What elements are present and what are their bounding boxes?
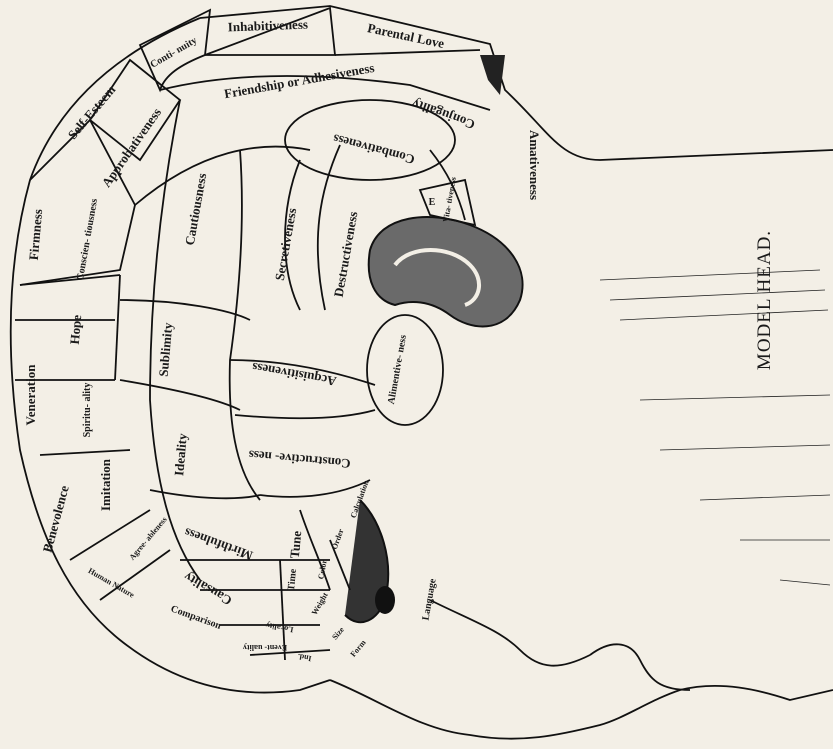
- label-time: Time: [286, 568, 299, 591]
- label-eventuality: Event- uality: [243, 643, 287, 652]
- label-hope: Hope: [67, 314, 85, 345]
- label-veneration: Veneration: [23, 364, 38, 426]
- label-imitation: Imitation: [98, 458, 113, 511]
- page-title: MODEL HEAD.: [754, 230, 775, 370]
- label-tune: Tune: [287, 530, 304, 559]
- label-spirituality: Spiritu- ality: [82, 383, 93, 438]
- label-e: E: [429, 197, 436, 208]
- label-inhabitiveness: Inhabitiveness: [228, 17, 309, 35]
- label-amativeness: Amativeness: [527, 130, 542, 200]
